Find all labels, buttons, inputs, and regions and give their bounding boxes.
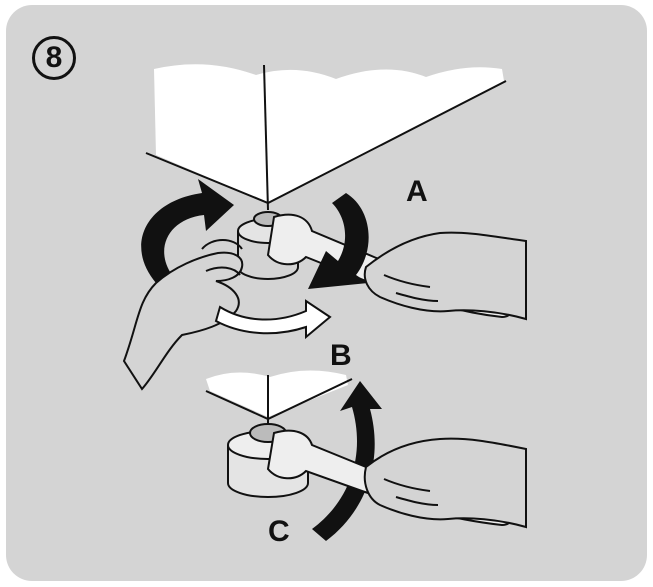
step-number-badge: 8: [32, 36, 76, 80]
instruction-panel: 8 A B C: [6, 5, 647, 581]
label-a: A: [406, 177, 428, 207]
illustration: [6, 5, 647, 581]
label-c: C: [268, 517, 290, 547]
label-b: B: [330, 341, 352, 371]
